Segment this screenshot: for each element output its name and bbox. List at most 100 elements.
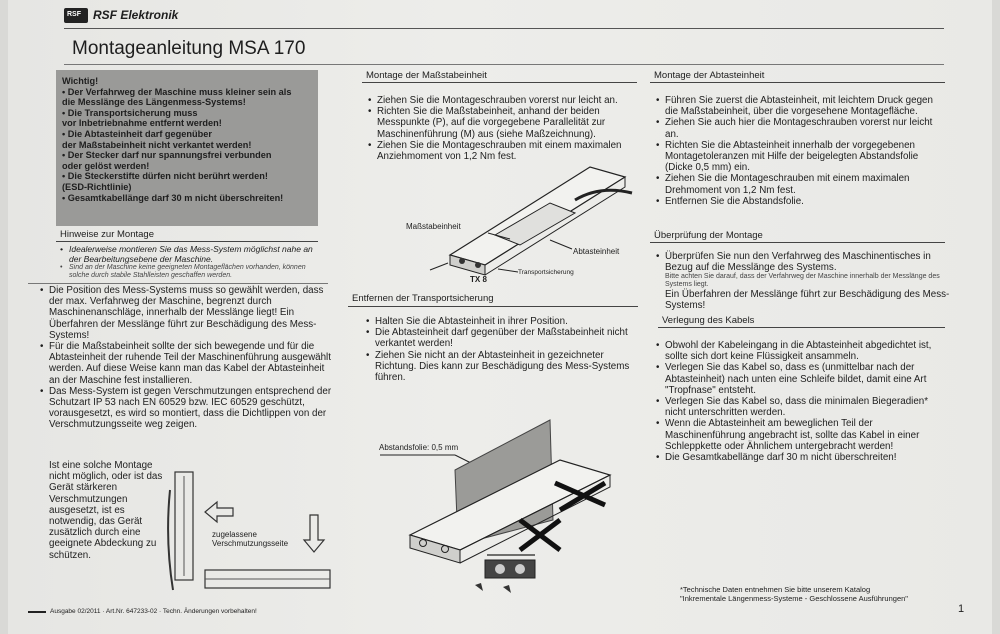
rsf-logo: RSF xyxy=(64,8,88,23)
entfernen-heading: Entfernen der Transportsicherung xyxy=(352,293,494,304)
ueberpruefung-note: Bitte achten Sie darauf, dass der Verfah… xyxy=(665,273,940,288)
massstab-list: Ziehen Sie die Montageschrauben vorerst … xyxy=(368,95,638,162)
cable-icon xyxy=(574,188,633,202)
leader-line xyxy=(497,268,519,273)
scanning-unit xyxy=(493,202,577,246)
ueberpruefung-list: Überprüfen Sie nun den Verfahrweg des Ma… xyxy=(656,251,946,273)
ueberpruefung-heading: Überprüfung der Montage xyxy=(654,230,763,241)
section-rule xyxy=(348,306,638,307)
massstab-item: Ziehen Sie die Montageschrauben vorerst … xyxy=(368,95,638,106)
tool-icon xyxy=(429,262,449,271)
hinweise-intro: Idealerweise montieren Sie das Mess-Syst… xyxy=(60,244,318,280)
warning-line: • Die Abtasteinheit darf gegenüber xyxy=(62,128,212,139)
kabel-item: Die Gesamtkabellänge darf 30 m nicht übe… xyxy=(656,452,948,463)
entfernen-item: Halten Sie die Abtasteinheit in ihrer Po… xyxy=(366,316,636,327)
screw-icon xyxy=(459,258,465,264)
abtast-item: Richten Sie die Abtasteinheit innerhalb … xyxy=(656,140,946,174)
section-rule xyxy=(28,283,328,284)
hinweise-item: Für die Maßstabeinheit sollte der sich b… xyxy=(40,341,334,386)
arrow-down-icon xyxy=(302,514,326,553)
screw-icon xyxy=(475,583,483,591)
ueberpruefung-note2: Ein Überfahren der Messlänge führt zur B… xyxy=(665,289,950,312)
kabel-list: Obwohl der Kabeleingang in die Abtastein… xyxy=(656,340,948,463)
ueberpruefung-item: Überprüfen Sie nun den Verfahrweg des Ma… xyxy=(656,251,946,273)
abtast-item: Ziehen Sie die Montageschrauben mit eine… xyxy=(656,173,946,195)
massstab-item: Ziehen Sie die Montageschrauben mit eine… xyxy=(368,140,638,162)
abtast-item: Ziehen Sie auch hier die Montageschraube… xyxy=(656,117,946,139)
label-massstabeinheit: Maßstabeinheit xyxy=(406,222,461,231)
label-tx8: TX 8 xyxy=(470,275,487,284)
transport-removal-figure xyxy=(380,419,612,593)
massstab-heading: Montage der Maßstabeinheit xyxy=(366,70,487,81)
kabel-item: Verlegen Sie das Kabel so, dass es (unmi… xyxy=(656,362,948,396)
massstab-item: Richten Sie die Maßstabeinheit, anhand d… xyxy=(368,106,638,140)
section-rule xyxy=(56,241,318,242)
warning-line: der Maßstabeinheit nicht verkantet werde… xyxy=(62,139,252,150)
transport-lock-part xyxy=(484,559,536,579)
screw-hole-icon xyxy=(419,539,427,547)
cross-mark-icon xyxy=(553,480,607,508)
figure-label-verschmutzung: zugelassene Verschmutzungsseite xyxy=(212,530,289,548)
tech-note-line: *Technische Daten entnehmen Sie bitte un… xyxy=(680,585,871,594)
hole-icon xyxy=(495,564,505,574)
cable-icon xyxy=(167,489,174,591)
kabel-item: Verlegen Sie das Kabel so, dass die mini… xyxy=(656,396,948,418)
section-rule xyxy=(658,327,945,328)
warning-line: oder gelöst werden! xyxy=(62,160,150,171)
warning-line: • Die Steckerstifte dürfen nicht berührt… xyxy=(62,171,268,182)
vertical-scale-profile xyxy=(174,471,194,581)
warning-line: (ESD-Richtlinie) xyxy=(62,181,132,192)
warning-line: vor Inbetriebnahme entfernt werden! xyxy=(62,118,222,129)
arrow-left-icon xyxy=(204,500,234,524)
warning-line: • Der Verfahrweg der Maschine muss klein… xyxy=(62,86,292,97)
intro-item: Sind an der Maschine keine geeigneten Mo… xyxy=(60,264,318,280)
entfernen-item: Ziehen Sie nicht an der Abtasteinheit in… xyxy=(366,350,636,384)
kabel-item: Wenn die Abtasteinheit am beweglichen Te… xyxy=(656,418,948,452)
abtast-list: Führen Sie zuerst die Abtasteinheit, mit… xyxy=(656,95,946,207)
scale-side xyxy=(459,474,611,564)
screw-icon xyxy=(475,262,481,268)
cross-mark-icon xyxy=(558,480,607,513)
hinweise-item: Die Position des Mess-Systems muss so ge… xyxy=(40,285,334,341)
hinweise-list: Die Position des Mess-Systems muss so ge… xyxy=(40,285,334,431)
header-rule xyxy=(64,28,944,29)
section-rule xyxy=(650,82,945,83)
warning-line: Wichtig! xyxy=(62,76,99,86)
hinweise-heading: Hinweise zur Montage xyxy=(60,229,154,240)
hole-icon xyxy=(515,564,525,574)
abtast-heading: Montage der Abtasteinheit xyxy=(654,70,765,81)
page-number: 1 xyxy=(958,603,965,615)
abtast-item: Entfernen Sie die Abstandsfolie. xyxy=(656,196,946,207)
intro-item: Idealerweise montieren Sie das Mess-Syst… xyxy=(60,244,318,264)
entfernen-list: Halten Sie die Abtasteinheit in ihrer Po… xyxy=(366,316,636,383)
warning-line: • Gesamtkabellänge darf 30 m nicht übers… xyxy=(62,192,284,203)
label-transportsicherung: Transportsicherung xyxy=(518,269,574,276)
kabel-heading: Verlegung des Kabels xyxy=(662,315,755,326)
warning-line: die Messlänge des Längenmess-Systems! xyxy=(62,97,246,108)
title-rule xyxy=(64,64,944,65)
entfernen-item: Die Abtasteinheit darf gegenüber der Maß… xyxy=(366,327,636,349)
screw-icon xyxy=(503,585,511,593)
abtast-item: Führen Sie zuerst die Abtasteinheit, mit… xyxy=(656,95,946,117)
label-abtasteinheit: Abtasteinheit xyxy=(573,247,620,256)
section-rule xyxy=(362,82,637,83)
footer-rule xyxy=(28,611,46,613)
warning-line: • Der Stecker darf nur spannungsfrei ver… xyxy=(62,150,272,161)
edition-note: Ausgabe 02/2011 · Art.Nr. 647233-02 · Te… xyxy=(50,608,257,615)
label-abstandsfolie: Abstandsfolie: 0,5 mm xyxy=(379,443,459,452)
leader-line xyxy=(549,239,573,250)
hinweise-extra: Ist eine solche Montage nicht möglich, o… xyxy=(49,460,163,561)
cross-mark-icon xyxy=(518,518,562,552)
tech-data-note: *Technische Daten entnehmen Sie bitte un… xyxy=(680,585,908,603)
warning-box: Wichtig! • Der Verfahrweg der Maschine m… xyxy=(56,70,318,226)
leader-line xyxy=(487,232,511,240)
section-rule xyxy=(650,242,945,243)
tech-note-line: "Inkrementale Längenmess-Systeme - Gesch… xyxy=(680,594,908,603)
kabel-item: Obwohl der Kabeleingang in die Abtastein… xyxy=(656,340,948,362)
warning-line: • Die Transportsicherung muss xyxy=(62,107,198,118)
mounting-orientation-figure xyxy=(167,471,331,591)
page-title: Montageanleitung MSA 170 xyxy=(72,38,306,59)
hinweise-item: Das Mess-System ist gegen Verschmutzunge… xyxy=(40,386,334,431)
scale-mounting-figure xyxy=(429,166,633,276)
brand-name: RSF Elektronik xyxy=(93,8,179,22)
